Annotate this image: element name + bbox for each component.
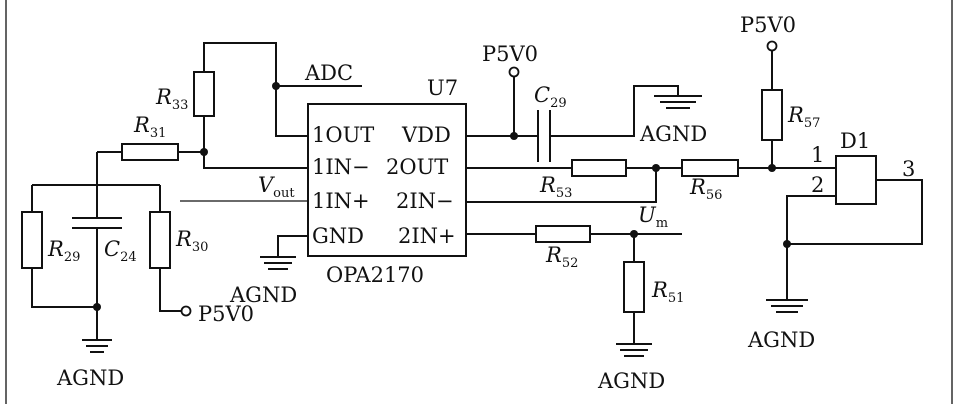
resistor-r33 xyxy=(193,71,215,117)
label-p5v0-r57: P5V0 xyxy=(740,13,796,37)
pin-1in-minus: 1IN− xyxy=(312,155,370,179)
resistor-r57 xyxy=(761,89,783,141)
label-agnd-d1: AGND xyxy=(747,328,815,352)
r31-wire xyxy=(97,151,308,169)
chip-ground: AGND xyxy=(229,235,308,307)
terminal-p5v0-left xyxy=(180,305,192,317)
label-p5v0-vdd: P5V0 xyxy=(482,42,538,66)
capacitor-c29 xyxy=(537,110,551,162)
label-c29: C29 xyxy=(534,83,567,111)
pin-1out: 1OUT xyxy=(312,123,374,147)
chip-part: OPA2170 xyxy=(326,263,424,287)
ground-symbol-left xyxy=(82,307,112,353)
terminal-p5v0-vdd xyxy=(508,66,520,78)
vdd-c29-wire xyxy=(466,85,679,137)
label-um: Um xyxy=(638,203,668,231)
feedback-wire xyxy=(466,168,657,203)
pin-1in-plus: 1IN+ xyxy=(312,189,370,213)
label-r52: R52 xyxy=(545,243,578,271)
junction-r31-r33 xyxy=(200,148,208,156)
chip-ref: U7 xyxy=(427,76,458,100)
label-p5v0-left: P5V0 xyxy=(198,302,254,326)
label-r30: R30 xyxy=(175,227,208,255)
opamp-u7: U7 OPA2170 1OUT 1IN− 1IN+ GND VDD 2OUT 2… xyxy=(307,76,467,287)
label-r33: R33 xyxy=(155,85,188,113)
label-agnd-left: AGND xyxy=(56,366,124,390)
label-agnd-chip: AGND xyxy=(229,283,297,307)
label-r29: R29 xyxy=(47,237,80,265)
label-d1-pin2: 2 xyxy=(811,173,824,197)
diode-network: P5V0 R57 D1 1 2 3 AGND xyxy=(740,13,923,352)
label-agnd-r51: AGND xyxy=(597,369,665,393)
label-adc: ADC xyxy=(304,61,353,85)
terminal-p5v0-r57 xyxy=(766,40,778,52)
frame-edges xyxy=(5,0,953,404)
d1-return-wire xyxy=(786,179,923,245)
label-r56: R56 xyxy=(689,175,722,203)
pin-gnd: GND xyxy=(312,224,364,248)
resistor-r56 xyxy=(681,159,739,177)
label-vout: Vout xyxy=(258,173,295,201)
ground-symbol-d1 xyxy=(766,244,808,313)
rc-frame-wire xyxy=(31,152,182,312)
resistor-r52 xyxy=(535,225,591,243)
diode-d1-body xyxy=(835,155,877,205)
label-r53: R53 xyxy=(539,173,572,201)
label-r57: R57 xyxy=(787,103,820,131)
chip-body xyxy=(307,103,467,257)
output-network: R53 R56 R52 Um R51 AGND xyxy=(466,159,836,393)
capacitor-c24 xyxy=(72,217,122,229)
resistor-r29 xyxy=(21,211,43,269)
junction-r57 xyxy=(768,164,776,172)
pin-2in-plus: 2IN+ xyxy=(398,224,456,248)
pin-2out: 2OUT xyxy=(386,155,448,179)
ground-symbol-c29 xyxy=(654,95,702,109)
input-network: R33 ADC R31 Vout R29 R30 C24 P5V0 AGND xyxy=(21,42,362,390)
label-agnd-c29: AGND xyxy=(639,122,707,146)
pin-2in-minus: 2IN− xyxy=(396,189,454,213)
ground-symbol-chip xyxy=(260,235,308,270)
r33-loop-wire xyxy=(203,42,308,152)
resistor-r51 xyxy=(623,261,645,313)
pin-vdd: VDD xyxy=(401,123,451,147)
resistor-r31 xyxy=(121,143,179,161)
resistor-r53 xyxy=(571,159,627,177)
ground-symbol-r51 xyxy=(616,343,652,357)
label-d1: D1 xyxy=(840,129,870,153)
label-r51: R51 xyxy=(651,278,684,306)
label-d1-pin3: 3 xyxy=(902,157,915,181)
decoupling-network: C29 P5V0 AGND xyxy=(466,42,707,162)
resistor-r30 xyxy=(149,211,171,269)
label-c24: C24 xyxy=(104,237,137,265)
label-r31: R31 xyxy=(133,113,166,141)
label-d1-pin1: 1 xyxy=(811,143,824,167)
